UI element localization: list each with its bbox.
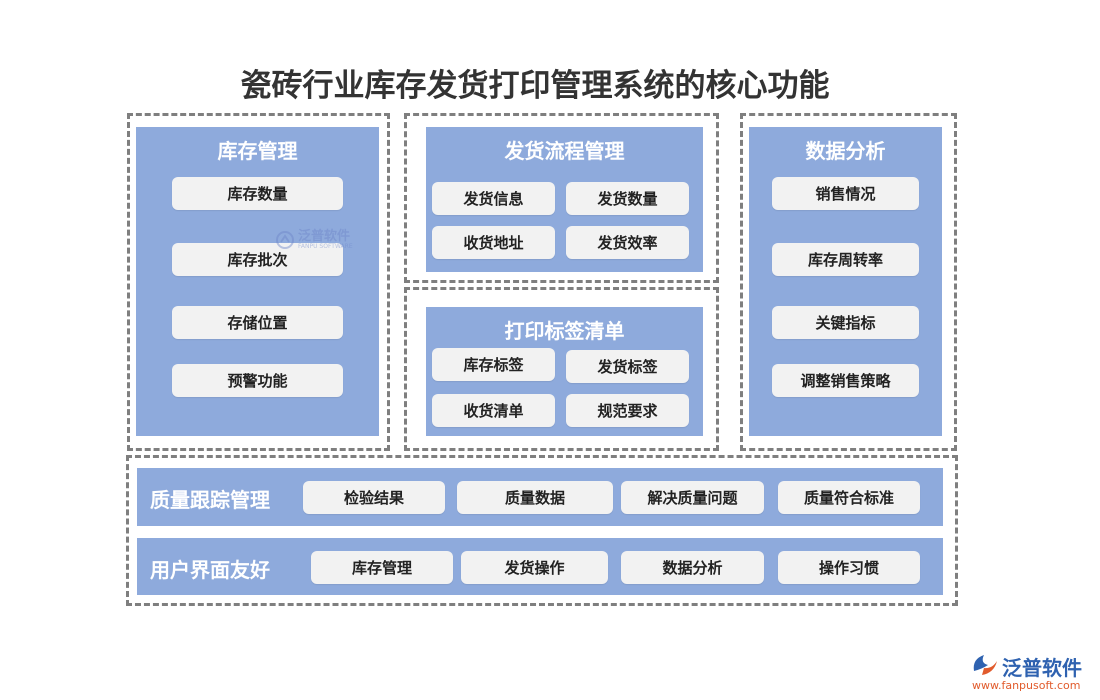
shipping-flow-item: 发货信息: [432, 182, 555, 215]
shipping-flow-group-frame: [404, 113, 719, 283]
shipping-flow-item: 发货数量: [566, 182, 689, 215]
quality-item: 解决质量问题: [621, 481, 764, 514]
inventory-group-frame: [127, 113, 390, 451]
data-analysis-item: 销售情况: [772, 177, 919, 210]
watermark-sub: FANPU SOFTWARE: [298, 243, 353, 250]
logo-name: 泛普软件: [1002, 656, 1082, 680]
inventory-item: 存储位置: [172, 306, 343, 339]
ui-friendly-panel: 用户界面友好 库存管理 发货操作 数据分析 操作习惯: [137, 538, 943, 595]
inventory-item: 预警功能: [172, 364, 343, 397]
ui-friendly-item: 发货操作: [461, 551, 608, 584]
quality-item: 质量符合标准: [778, 481, 920, 514]
print-labels-panel: 打印标签清单 库存标签 发货标签 收货清单 规范要求: [426, 307, 703, 436]
quality-item: 质量数据: [457, 481, 613, 514]
ui-friendly-item: 操作习惯: [778, 551, 920, 584]
data-analysis-item: 库存周转率: [772, 243, 919, 276]
print-labels-item: 规范要求: [566, 394, 689, 427]
shipping-flow-panel: 发货流程管理 发货信息 发货数量 收货地址 发货效率: [426, 127, 703, 272]
inventory-panel-title: 库存管理: [217, 139, 298, 163]
shipping-flow-panel-title: 发货流程管理: [504, 139, 625, 163]
logo-url: www.fanpusoft.com: [972, 679, 1081, 692]
bottom-group-frame: [126, 455, 958, 606]
data-analysis-item: 关键指标: [772, 306, 919, 339]
ui-friendly-item: 库存管理: [311, 551, 453, 584]
data-analysis-group-frame: [740, 113, 957, 451]
inventory-item: 库存批次: [172, 243, 343, 276]
print-labels-item: 库存标签: [432, 348, 555, 381]
quality-panel-title: 质量跟踪管理: [150, 488, 270, 512]
print-labels-item: 收货清单: [432, 394, 555, 427]
print-labels-item: 发货标签: [566, 350, 689, 383]
fanpu-logo-icon: [973, 655, 997, 675]
shipping-flow-item: 发货效率: [566, 226, 689, 259]
watermark: 泛普软件 FANPU SOFTWARE: [275, 230, 353, 250]
data-analysis-panel-title: 数据分析: [805, 139, 886, 163]
data-analysis-panel: 数据分析 销售情况 库存周转率 关键指标 调整销售策略: [749, 127, 942, 436]
quality-item: 检验结果: [303, 481, 445, 514]
fanpu-logo: 泛普软件 www.fanpusoft.com: [968, 650, 1093, 695]
shipping-flow-item: 收货地址: [432, 226, 555, 259]
data-analysis-item: 调整销售策略: [772, 364, 919, 397]
watermark-name: 泛普软件: [298, 229, 351, 244]
print-labels-group-frame: [404, 287, 719, 451]
quality-panel: 质量跟踪管理 检验结果 质量数据 解决质量问题 质量符合标准: [137, 468, 943, 526]
print-labels-panel-title: 打印标签清单: [504, 319, 625, 343]
inventory-item: 库存数量: [172, 177, 343, 210]
ui-friendly-item: 数据分析: [621, 551, 764, 584]
page-title: 瓷砖行业库存发货打印管理系统的核心功能: [240, 68, 830, 104]
ui-friendly-panel-title: 用户界面友好: [150, 558, 270, 582]
inventory-panel: 库存管理 库存数量 库存批次 存储位置 预警功能: [136, 127, 379, 436]
fanpu-watermark-icon: [276, 231, 294, 249]
